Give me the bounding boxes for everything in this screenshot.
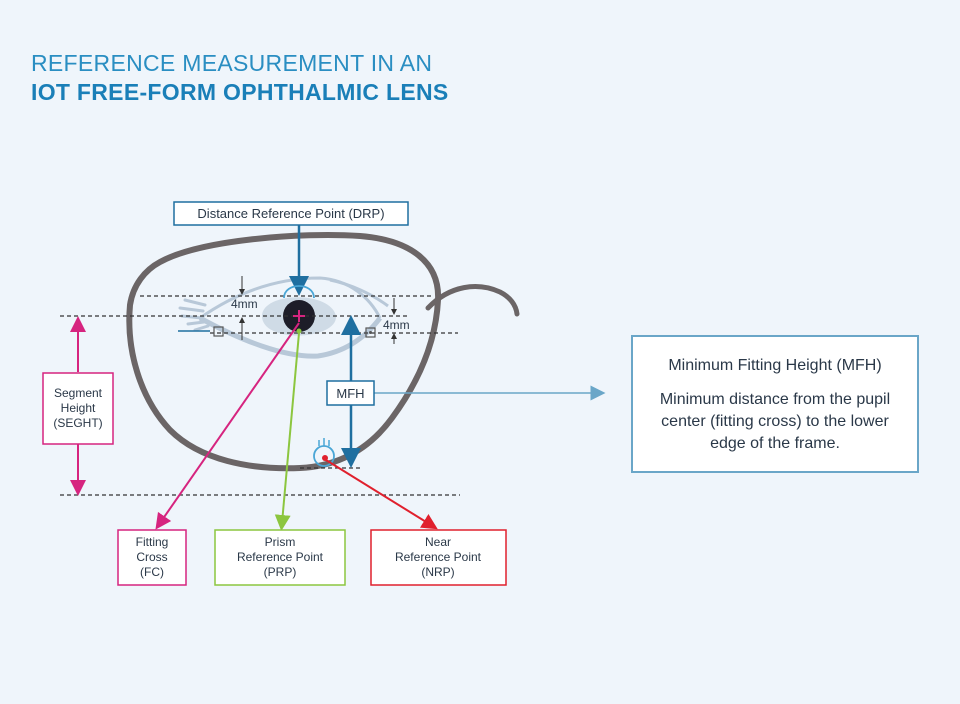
fitting-cross-line-2: Cross [136,550,167,564]
segment-height-line-3: (SEGHT) [53,416,102,430]
segment-height-line-1: Segment [54,386,103,400]
frame-temple [425,284,520,317]
lens-frame [126,232,442,472]
fitting-cross-box [117,529,187,586]
drp-label-box [173,201,409,226]
mfh-panel-title: Minimum Fitting Height (MFH) [668,357,882,374]
left-marker [213,326,224,337]
right-marker [365,327,376,338]
drp-label: Distance Reference Point (DRP) [197,206,384,221]
prism-ref-line-3: (PRP) [264,565,297,579]
mfh-label: MFH [336,386,364,401]
near-ref-line-3: (NRP) [421,565,454,579]
title-line-1: REFERENCE MEASUREMENT IN AN [31,50,433,76]
four-mm-left-label: 4mm [231,297,258,311]
segment-height-line-2: Height [61,401,96,415]
near-ref-line-2: Reference Point [395,550,482,564]
prism-ref-box [214,529,346,586]
mfh-panel-description: Minimum distance from the pupil center (… [659,391,891,452]
mfh-info-panel: Minimum Fitting Height (MFH) Minimum dis… [631,335,919,473]
title-line-2: IOT FREE-FORM OPHTHALMIC LENS [31,79,449,105]
near-ref-box [370,529,507,586]
prism-ref-line-2: Reference Point [237,550,324,564]
near-ref-line-1: Near [425,535,451,549]
prism-ref-line-1: Prism [265,535,296,549]
fitting-cross-line-3: (FC) [140,565,164,579]
mfh-label-box [326,380,375,406]
segment-height-box [42,372,114,445]
fitting-cross-line-1: Fitting [136,535,169,549]
four-mm-right-label: 4mm [383,318,410,332]
